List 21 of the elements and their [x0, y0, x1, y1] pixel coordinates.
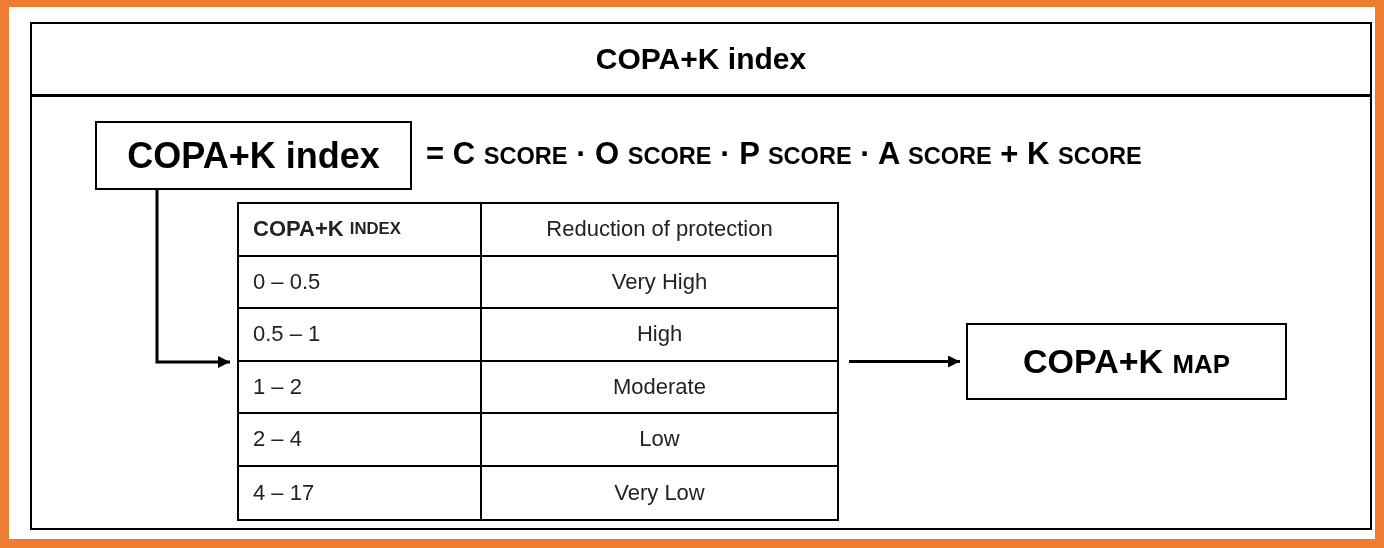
box-label: COPA+K MAP [1023, 342, 1230, 381]
score-table [237, 202, 839, 521]
table-cell: 4 – 17 [239, 466, 482, 519]
table-cell: 0.5 – 1 [239, 309, 482, 362]
box-label: COPA+K index [127, 134, 380, 177]
table-cell: 2 – 4 [239, 414, 482, 467]
labeled-box [95, 121, 412, 190]
table-cell: High [482, 309, 837, 362]
arrow [155, 190, 230, 368]
diagram-title: COPA+K index [595, 42, 807, 76]
table-cell: Low [482, 414, 837, 467]
column-header: COPA+K INDEX [239, 204, 482, 257]
labeled-box [966, 323, 1287, 400]
table-cell: 1 – 2 [239, 361, 482, 414]
table-cell: 0 – 0.5 [239, 256, 482, 309]
column-header: Reduction of protection [482, 204, 837, 257]
table-cell: Moderate [482, 361, 837, 414]
table-cell-text: Very Low [613, 478, 706, 507]
formula-text: = C SCORE · O SCORE · P SCORE · A SCORE + K SCORE [426, 136, 1143, 172]
table-cell: Very High [482, 256, 837, 309]
arrow [849, 355, 960, 368]
